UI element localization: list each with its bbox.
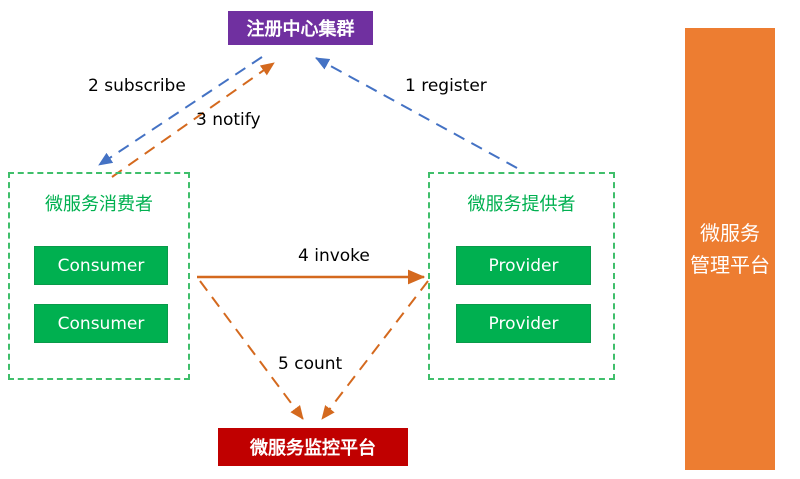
provider-node-label: Provider [488,313,559,334]
consumer-group-title: 微服务消费者 [45,194,153,215]
register-arrow [315,57,518,169]
count-arrow-left [199,280,304,420]
subscribe-label: 2 subscribe [88,76,186,96]
subscribe-arrow [98,56,263,166]
count-arrow-right [321,280,429,420]
monitor-platform-label: 微服务监控平台 [250,438,376,459]
invoke-label: 4 invoke [298,246,370,266]
monitor-platform-box: 微服务监控平台 [218,428,408,466]
provider-node-label: Provider [488,255,559,276]
management-platform-panel: 微服务 管理平台 [685,28,775,470]
consumer-node-label: Consumer [57,255,145,276]
count-label: 5 count [278,354,343,374]
consumer-group-box: 微服务消费者 Consumer Consumer [8,172,190,380]
notify-label: 3 notify [196,110,261,130]
consumer-node: Consumer [34,304,168,343]
provider-node: Provider [456,304,591,343]
consumer-node: Consumer [34,246,168,285]
management-platform-label-line1: 微服务 [700,221,760,245]
consumer-node-label: Consumer [57,313,145,334]
register-label: 1 register [405,76,487,96]
management-platform-label-line2: 管理平台 [690,253,770,277]
registry-cluster-box: 注册中心集群 [228,11,373,45]
provider-group-title: 微服务提供者 [467,194,576,215]
registry-cluster-label: 注册中心集群 [246,19,355,40]
notify-arrow [111,62,275,178]
provider-group-box: 微服务提供者 Provider Provider [428,172,615,380]
provider-node: Provider [456,246,591,285]
